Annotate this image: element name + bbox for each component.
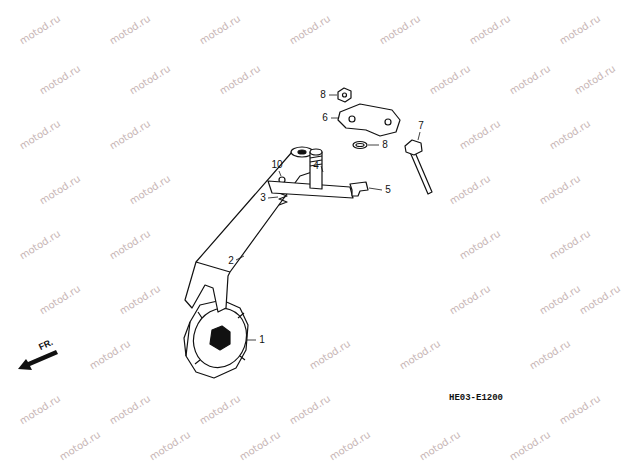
callout-number: 8: [382, 140, 388, 150]
watermark: motod.ru: [398, 339, 442, 372]
watermark: motod.ru: [88, 339, 132, 372]
watermark: motod.ru: [308, 339, 352, 372]
watermark: motod.ru: [288, 14, 332, 47]
watermark: motod.ru: [508, 430, 552, 463]
watermark: motod.ru: [448, 284, 492, 317]
front-label: FR.: [38, 338, 55, 352]
watermark: motod.ru: [418, 430, 462, 463]
watermark: motod.ru: [38, 174, 82, 207]
watermark: motod.ru: [38, 284, 82, 317]
watermark: motod.ru: [458, 119, 502, 152]
watermark: motod.ru: [18, 394, 62, 427]
watermark: motod.ru: [458, 229, 502, 262]
watermark: motod.ru: [128, 64, 172, 97]
shift-fork: [185, 147, 318, 312]
stopper-plate: [338, 104, 400, 136]
callout-number: 4: [313, 161, 319, 171]
nut-hole: [343, 93, 347, 97]
watermark: motod.ru: [108, 229, 152, 262]
watermark: motod.ru: [108, 14, 152, 47]
clip: [350, 182, 368, 196]
watermark: motod.ru: [528, 339, 572, 372]
watermark: motod.ru: [288, 394, 332, 427]
watermark: motod.ru: [18, 119, 62, 152]
callout-number: 1: [259, 335, 265, 345]
leader-lines: [236, 95, 420, 340]
watermark: motod.ru: [548, 229, 592, 262]
watermark: motod.ru: [18, 14, 62, 47]
watermark: motod.ru: [508, 64, 552, 97]
watermark: motod.ru: [238, 430, 282, 463]
bolt: [405, 140, 432, 194]
watermark: motod.ru: [578, 284, 622, 317]
watermark: motod.ru: [128, 174, 172, 207]
watermark: motod.ru: [558, 14, 602, 47]
callout-number: 10: [271, 160, 282, 170]
front-arrow: [18, 350, 58, 370]
watermark: motod.ru: [328, 430, 372, 463]
callout-number: 7: [418, 121, 424, 131]
watermark: motod.ru: [448, 174, 492, 207]
watermark: motod.ru: [218, 64, 262, 97]
watermark: motod.ru: [18, 229, 62, 262]
callout-number: 2: [228, 256, 234, 266]
nut: [338, 88, 351, 102]
watermark: motod.ru: [58, 430, 102, 463]
watermark: motod.ru: [198, 394, 242, 427]
o-ring: [353, 142, 367, 149]
watermark: motod.ru: [538, 174, 582, 207]
watermark: motod.ru: [148, 430, 192, 463]
watermark: motod.ru: [538, 284, 582, 317]
watermark: motod.ru: [428, 64, 472, 97]
drawing-code: HE03-E1200: [449, 394, 503, 403]
watermark: motod.ru: [198, 14, 242, 47]
watermark: motod.ru: [118, 284, 162, 317]
watermark: motod.ru: [38, 64, 82, 97]
watermark: motod.ru: [548, 119, 592, 152]
watermark: motod.ru: [468, 14, 512, 47]
callout-number: 5: [385, 185, 391, 195]
watermark: motod.ru: [378, 14, 422, 47]
callout-number: 3: [260, 193, 266, 203]
shift-arm-shaft: [268, 149, 353, 198]
watermark: motod.ru: [558, 394, 602, 427]
watermark: motod.ru: [573, 64, 617, 97]
callout-number: 6: [322, 113, 328, 123]
o-ring-hole: [356, 144, 364, 147]
watermark: motod.ru: [108, 119, 152, 152]
callout-number: 8: [320, 90, 326, 100]
watermark: motod.ru: [108, 394, 152, 427]
